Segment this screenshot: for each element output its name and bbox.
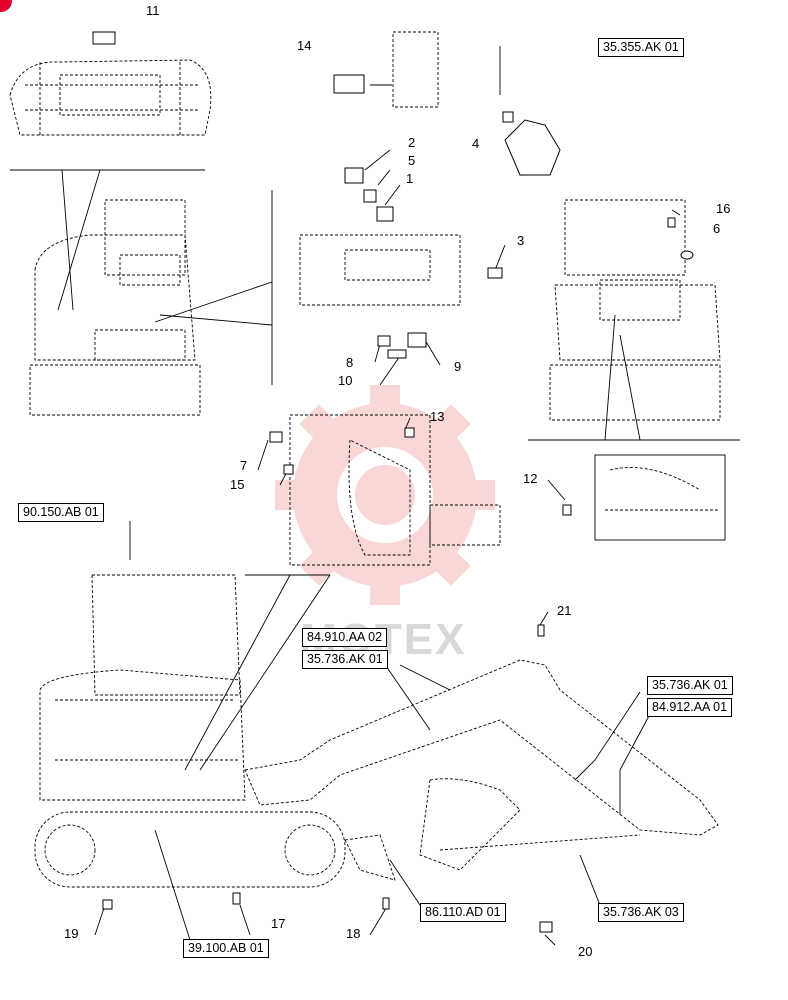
ref-box-39-100-ab-01[interactable]: 39.100.AB 01 <box>183 939 269 958</box>
callout-10[interactable]: 10 <box>338 373 353 388</box>
callout-14[interactable]: 14 <box>297 38 312 53</box>
decal-6 <box>680 250 694 260</box>
callout-5[interactable]: 5 <box>408 153 416 168</box>
decal-items <box>92 31 694 933</box>
decal-21 <box>537 624 545 637</box>
callout-8[interactable]: 8 <box>346 355 354 370</box>
ref-box-84-912-aa-01[interactable]: 84.912.AA 01 <box>647 698 733 717</box>
callout-16[interactable]: 16 <box>716 201 731 216</box>
leader-lines <box>10 46 740 946</box>
callout-11[interactable]: 11 <box>146 3 160 18</box>
ref-box-90-150-ab-01[interactable]: 90.150.AB 01 <box>18 503 104 522</box>
decal-20 <box>539 921 553 933</box>
decal-13 <box>404 427 415 438</box>
callout-17[interactable]: 17 <box>271 916 286 931</box>
callout-2[interactable]: 2 <box>408 135 416 150</box>
callout-13[interactable]: 13 <box>430 409 445 424</box>
callout-18[interactable]: 18 <box>346 926 361 941</box>
callout-4[interactable]: 4 <box>472 136 480 151</box>
callout-9[interactable]: 9 <box>454 359 462 374</box>
decal-15 <box>283 464 294 475</box>
watermark-gear-icon <box>275 385 495 605</box>
decal-17 <box>232 892 241 905</box>
decal-19 <box>102 899 113 910</box>
ref-box-35-736-ak-01-right[interactable]: 35.736.AK 01 <box>647 676 733 695</box>
knob-4 <box>502 111 514 123</box>
ref-box-86-110-ad-01[interactable]: 86.110.AD 01 <box>420 903 506 922</box>
lever-4 <box>504 119 561 176</box>
decal-10 <box>387 349 407 359</box>
decal-3 <box>487 267 503 279</box>
decal-7 <box>269 431 283 443</box>
decal-8 <box>377 335 391 347</box>
callout-6[interactable]: 6 <box>713 221 721 236</box>
decal-14 <box>333 74 365 94</box>
callout-19[interactable]: 19 <box>64 926 79 941</box>
callout-7[interactable]: 7 <box>240 458 248 473</box>
callout-3[interactable]: 3 <box>517 233 525 248</box>
decal-2 <box>344 167 364 184</box>
callout-1[interactable]: 1 <box>406 171 414 186</box>
decal-11 <box>92 31 116 45</box>
machine-outlines <box>9 31 726 888</box>
callout-15[interactable]: 15 <box>230 477 245 492</box>
decal-5 <box>363 189 377 203</box>
decal-18 <box>382 897 390 910</box>
decal-12 <box>562 504 572 516</box>
ref-box-35-736-ak-01-left[interactable]: 35.736.AK 01 <box>302 650 388 669</box>
callout-20[interactable]: 20 <box>578 944 593 959</box>
callout-12[interactable]: 12 <box>523 471 538 486</box>
decal-9 <box>407 332 427 348</box>
ref-box-35-736-ak-03[interactable]: 35.736.AK 03 <box>598 903 684 922</box>
callout-21[interactable]: 21 <box>557 603 572 618</box>
ref-box-84-910-aa-02[interactable]: 84.910.AA 02 <box>302 628 388 647</box>
ref-box-35-355-ak-01[interactable]: 35.355.AK 01 <box>598 38 684 57</box>
decal-16 <box>667 217 676 228</box>
decal-1 <box>376 206 394 222</box>
